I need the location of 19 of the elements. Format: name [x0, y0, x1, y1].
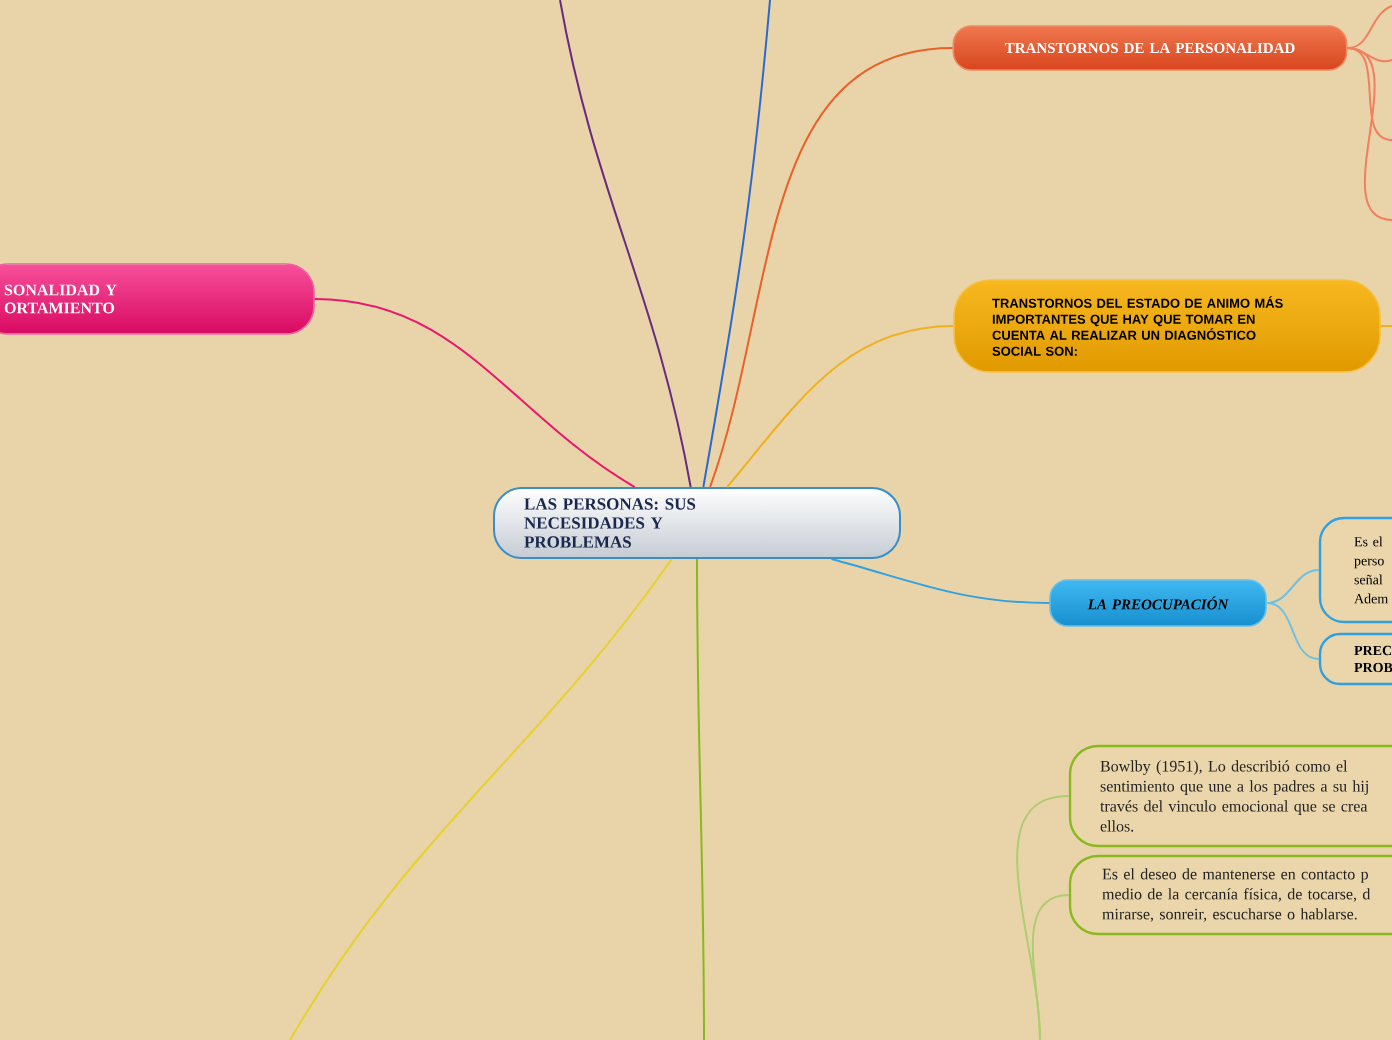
connector-line: [830, 558, 1051, 604]
connector-line: [702, 0, 771, 488]
note-box: Bowlby (1951), Lo describió como el sentimiento que une a los padres a su hij través del vinculo emocional que se crea ellos.: [1068, 744, 1392, 848]
connector-line: [1346, 47, 1392, 141]
connector-line: [1346, 47, 1392, 221]
connector-line: [1031, 894, 1070, 1040]
connector-line: [1346, 5, 1392, 49]
connector-line: [1379, 325, 1392, 327]
connector-line: [726, 325, 955, 488]
connector-line: [696, 558, 705, 1040]
connector-line: [289, 558, 673, 1040]
topic-box: LAS PERSONAS: SUS NECESIDADES Y PROBLEMAS: [493, 487, 901, 559]
connector-line: [709, 47, 954, 488]
connector-line: [1265, 569, 1320, 604]
connector-line: [559, 0, 692, 488]
note-box: Es el deseo de mantenerse en contacto p medio de la cercanía física, de tocarse, d mirarse, sonreir, escucharse o hablarse.: [1068, 854, 1392, 936]
branch-box: SONALIDAD Y ORTAMIENTO: [0, 263, 315, 335]
connector-line: [313, 298, 636, 488]
connector-line: [1265, 602, 1320, 660]
